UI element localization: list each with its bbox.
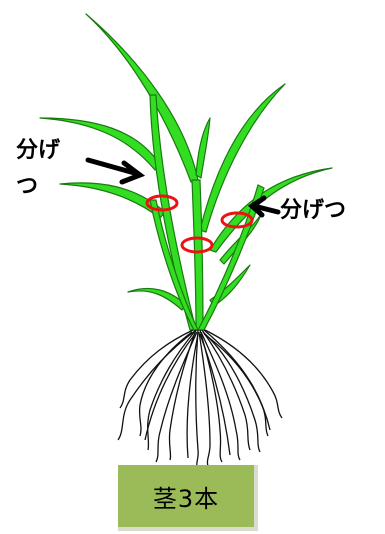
- stem-count-label: 茎3本: [153, 479, 219, 514]
- tiller-label-left: 分げ つ: [16, 140, 70, 198]
- tiller-label-right: 分げつ: [280, 200, 346, 222]
- roots: [118, 330, 282, 466]
- stem-count-box: 茎3本: [118, 465, 258, 531]
- leaf-center-tip: [196, 118, 210, 178]
- main-stem: [192, 180, 203, 330]
- tiller-label-left-line1: 分げ: [16, 140, 70, 162]
- tiller-label-left-line2: つ: [16, 176, 70, 198]
- leaves: [40, 14, 332, 310]
